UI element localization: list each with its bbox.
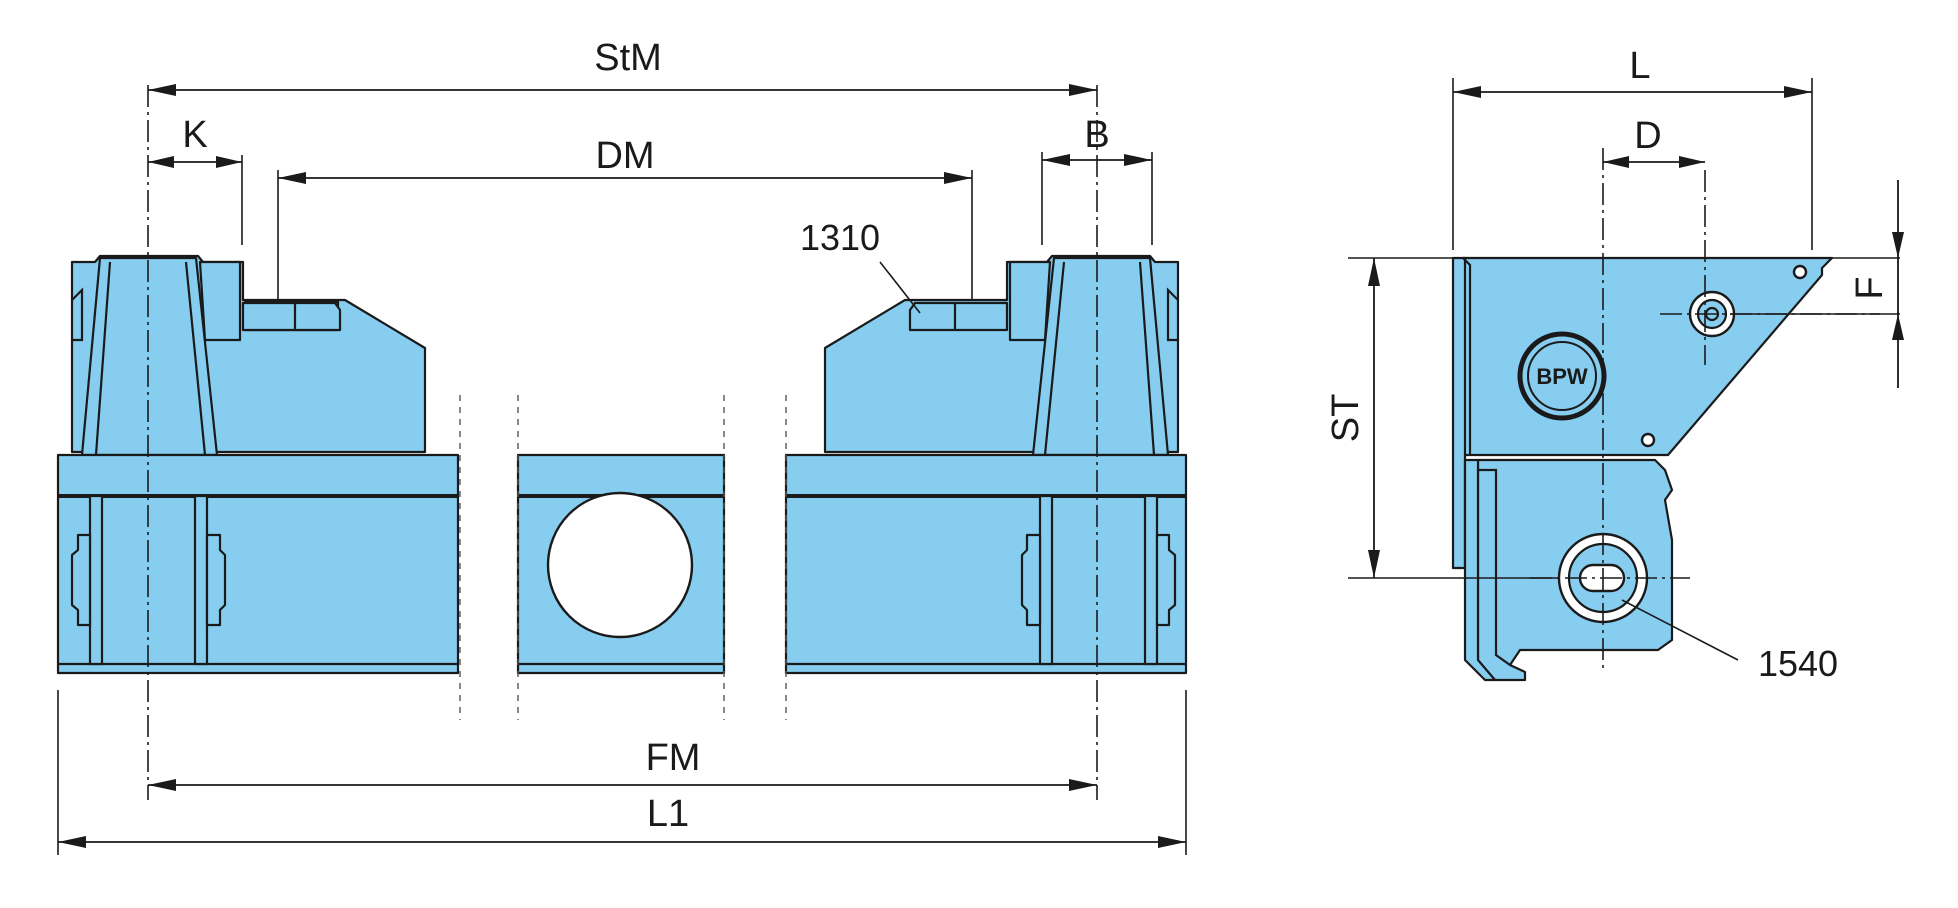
label-stm: StM xyxy=(594,37,662,79)
rivet-2 xyxy=(1640,432,1656,448)
label-b: B xyxy=(1084,114,1109,156)
callout-1310: 1310 xyxy=(800,217,921,314)
bpw-logo: BPW xyxy=(1517,331,1607,421)
dim-k: K xyxy=(148,114,242,168)
front-view: StM K DM B FM xyxy=(56,37,1188,855)
dim-fm: FM xyxy=(148,737,1097,791)
label-fm: FM xyxy=(646,737,701,779)
label-1540: 1540 xyxy=(1758,643,1838,684)
label-st: ST xyxy=(1325,394,1367,443)
dim-l: L xyxy=(1453,45,1812,98)
rivet-1 xyxy=(1792,264,1808,280)
dim-stm: StM xyxy=(148,37,1097,96)
label-1310: 1310 xyxy=(800,217,880,258)
label-d: D xyxy=(1634,115,1661,157)
label-l1: L1 xyxy=(647,793,689,835)
dim-dm: DM xyxy=(278,135,972,184)
dim-d: D xyxy=(1603,115,1705,168)
label-f: F xyxy=(1849,276,1891,299)
side-view: BPW L D xyxy=(1325,45,1904,684)
label-dm: DM xyxy=(595,135,654,177)
left-nozzle xyxy=(241,301,342,332)
right-nozzle xyxy=(908,301,1009,332)
dim-f: F xyxy=(1849,180,1904,388)
right-bracket xyxy=(823,254,1180,457)
tube-cutout xyxy=(546,491,694,639)
cross-beam xyxy=(56,453,1188,675)
label-l: L xyxy=(1629,45,1650,87)
label-k: K xyxy=(182,114,207,156)
side-plate xyxy=(1461,256,1834,457)
dim-l1: L1 xyxy=(58,793,1186,848)
callout-1540: 1540 xyxy=(1621,599,1838,684)
left-bracket xyxy=(70,254,427,457)
logo-text: BPW xyxy=(1536,364,1588,389)
dim-st: ST xyxy=(1325,258,1380,578)
dim-b: B xyxy=(1042,114,1152,166)
